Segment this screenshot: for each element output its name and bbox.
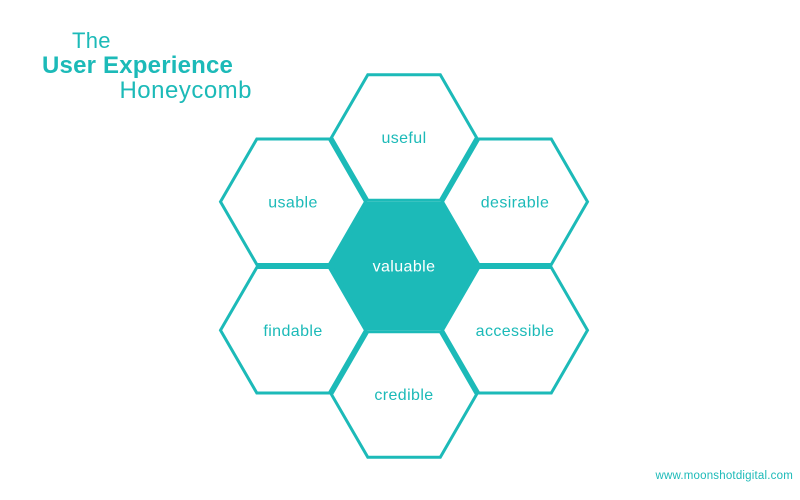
hex-label-desirable: desirable [481,194,550,211]
hex-label-usable: usable [268,194,318,211]
hex-label-useful: useful [381,130,426,147]
title-line-the: The [72,28,111,53]
hex-cell-accessible: accessible [440,266,590,395]
hex-cell-findable: findable [218,266,368,395]
website-url: www.moonshotdigital.com [655,470,793,482]
hex-label-credible: credible [374,387,433,404]
hex-shape-useful [329,73,479,202]
hex-shape-usable [218,137,368,266]
hex-shape-accessible [440,266,590,395]
hex-cell-desirable: desirable [440,137,590,266]
hex-shape-desirable [440,137,590,266]
page-title: The User Experience Honeycomb [42,28,252,103]
hex-shape-valuable [329,201,479,331]
hex-shape-credible [329,330,479,459]
hex-label-findable: findable [263,323,322,340]
hex-cell-valuable: valuable [329,201,479,331]
hex-label-accessible: accessible [476,323,555,340]
hex-shape-findable [218,266,368,395]
title-line-user-experience: User Experience [42,52,234,79]
hex-cell-credible: credible [329,330,479,459]
title-line-honeycomb: Honeycomb [119,77,252,104]
hex-cell-useful: useful [329,73,479,202]
hex-label-valuable: valuable [373,259,436,276]
hex-cell-usable: usable [218,137,368,266]
